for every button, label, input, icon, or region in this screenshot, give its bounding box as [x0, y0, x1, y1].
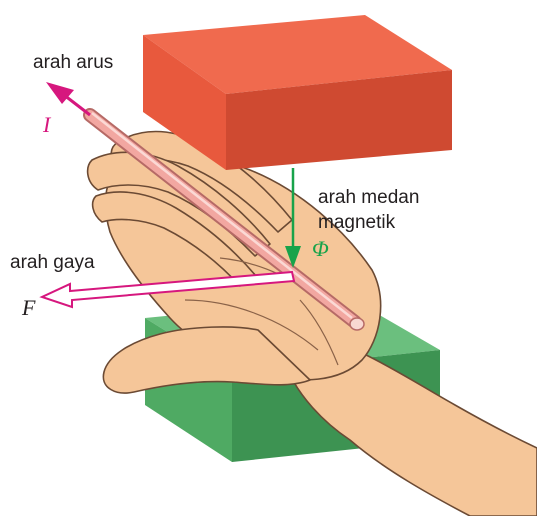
conductor-end-cap	[350, 318, 364, 330]
flux-symbol: Φ	[312, 236, 329, 262]
current-arrow	[46, 82, 90, 115]
current-direction-label: arah arus	[33, 52, 113, 74]
magnetic-field-direction-label-line1: arah medan	[318, 187, 419, 209]
magnetic-field-direction-label-line2: magnetik	[318, 212, 395, 234]
force-direction-label: arah gaya	[10, 252, 95, 274]
force-symbol: F	[22, 295, 35, 321]
current-arrow-shaft	[64, 95, 90, 115]
current-symbol: I	[43, 112, 50, 138]
